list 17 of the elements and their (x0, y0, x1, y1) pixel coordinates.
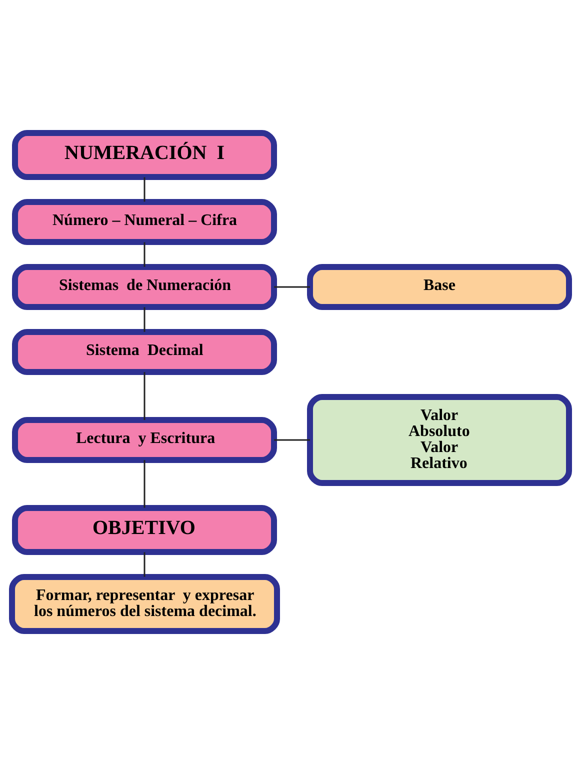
node-box: NUMERACIÓN I (12, 130, 277, 180)
node-box: Sistemas de Numeración (12, 264, 277, 310)
connector (144, 460, 146, 508)
node-box: Sistema Decimal (12, 328, 277, 374)
node-box: OBJETIVO (12, 504, 277, 554)
connector (144, 552, 146, 576)
connector (144, 372, 146, 420)
node-box: Formar, representar y expresar los números del sistema decimal. (9, 574, 280, 634)
connector (274, 286, 310, 288)
node-box: Número – Numeral – Cifra (12, 198, 277, 244)
connector (144, 176, 146, 202)
connector (144, 242, 146, 266)
connector (274, 438, 310, 440)
node-box: Base (307, 264, 572, 310)
connector (144, 306, 146, 332)
node-box: Valor Absoluto Valor Relativo (307, 394, 572, 486)
node-box: Lectura y Escritura (12, 416, 277, 462)
